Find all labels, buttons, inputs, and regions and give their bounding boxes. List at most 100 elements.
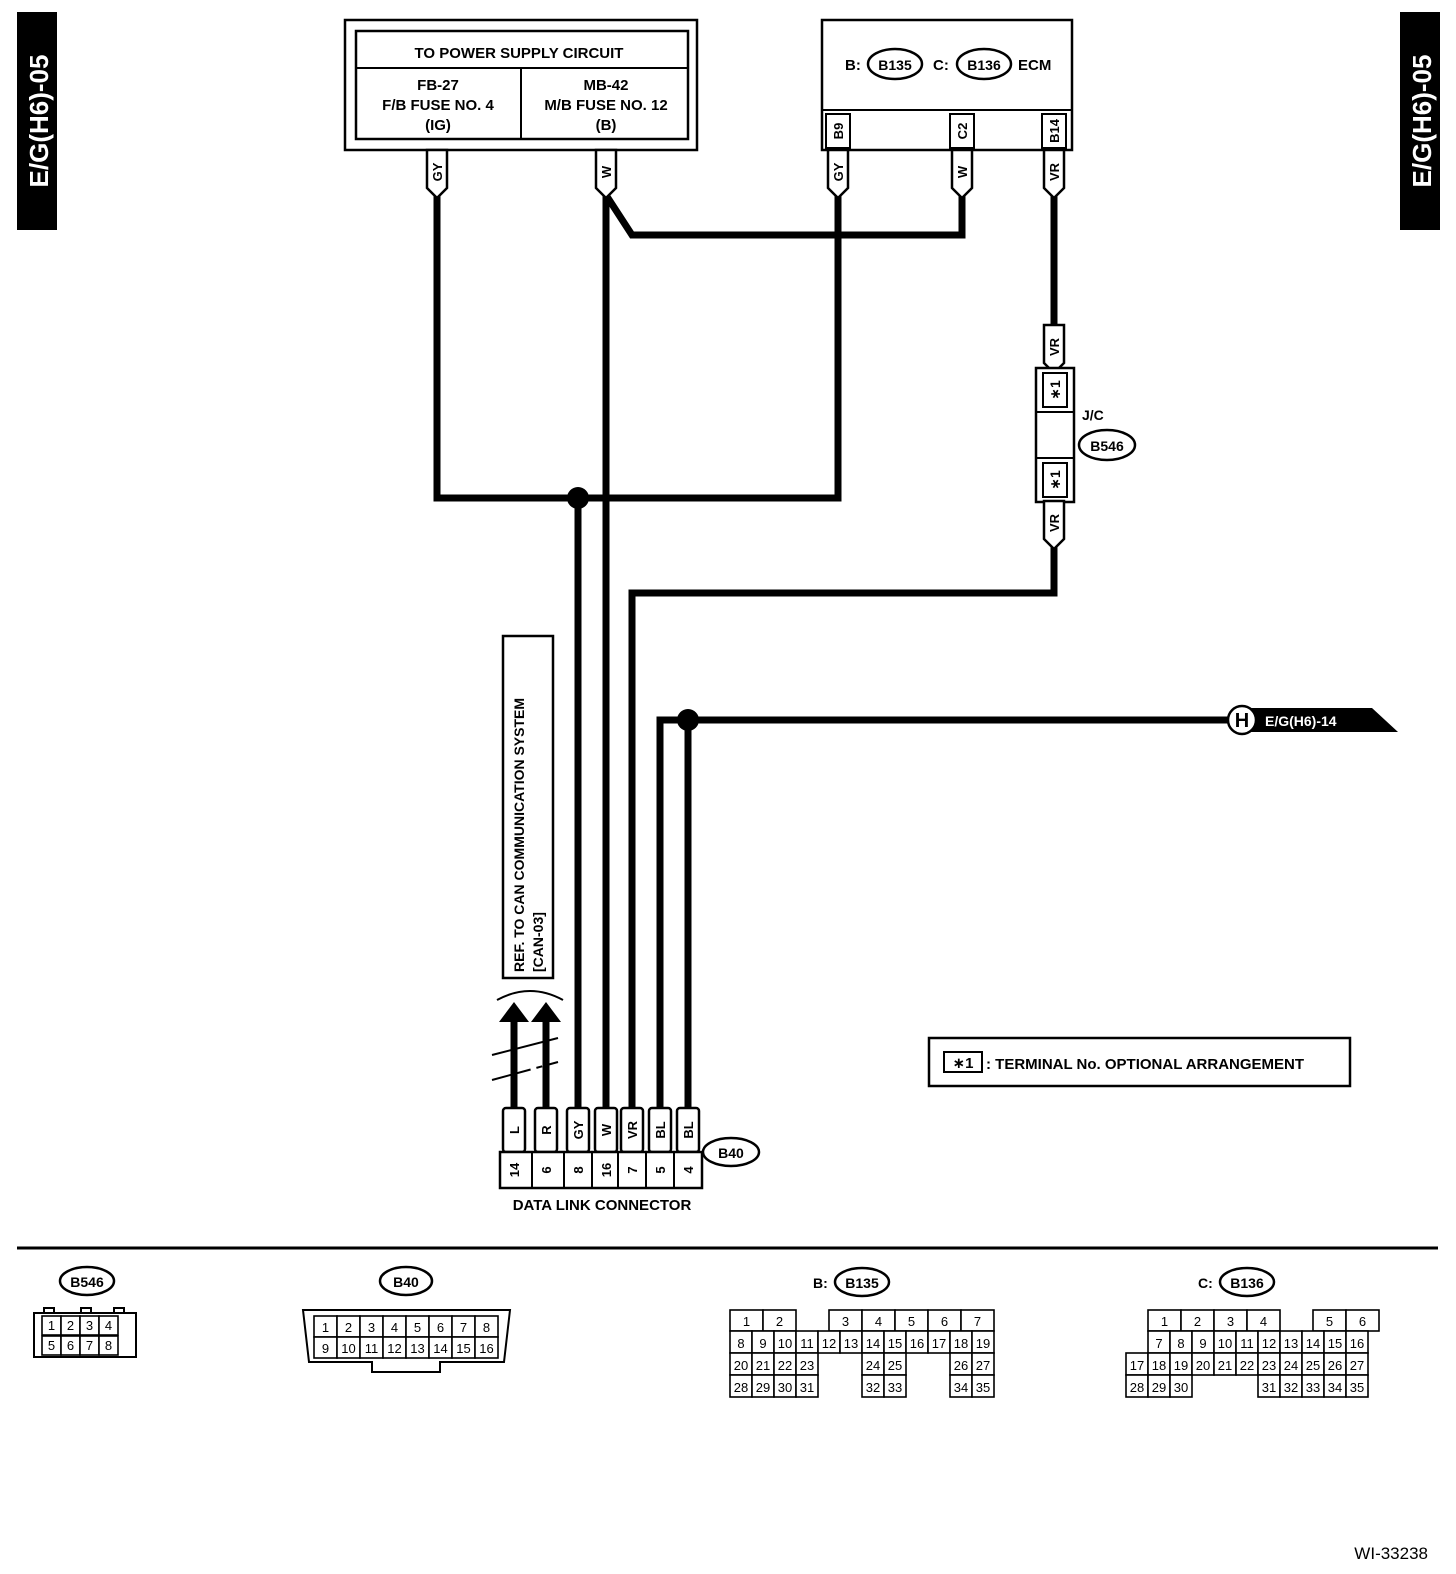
legend-cell: 10: [336, 1336, 361, 1359]
legend-cell-number: 29: [756, 1380, 770, 1395]
power-supply-title: TO POWER SUPPLY CIRCUIT: [415, 45, 624, 62]
splice-bl: [677, 709, 699, 731]
jc-b546: VR ∗1 ∗1 VR J/C B546: [1034, 323, 1137, 551]
jc-terminal-top: ∗1: [1047, 380, 1063, 400]
legend-cell-number: 13: [1284, 1336, 1298, 1351]
legend-cell-number: 9: [759, 1336, 766, 1351]
arrows-can: [491, 990, 564, 1081]
ecm-terminal-c2: C2: [955, 123, 970, 140]
legend-cell-number: 10: [778, 1336, 792, 1351]
legend-b546-name: B546: [70, 1274, 104, 1290]
legend-cell-number: 31: [800, 1380, 814, 1395]
legend-cell: 12: [382, 1336, 407, 1359]
legend-cell-number: 6: [437, 1320, 444, 1335]
legend-cell: 5: [1312, 1309, 1347, 1332]
wire-label-ps-w-text: W: [599, 165, 614, 178]
legend-cell: 20: [729, 1352, 753, 1376]
legend-cell-number: 11: [800, 1336, 814, 1351]
legend-cell-number: 18: [1152, 1358, 1166, 1373]
legend-cell: 29: [751, 1374, 775, 1398]
legend-cell-number: 2: [345, 1320, 352, 1335]
legend-cell-number: 33: [1306, 1380, 1320, 1395]
legend-cell: 35: [971, 1374, 995, 1398]
legend-cell-number: 30: [1174, 1380, 1188, 1395]
legend-cell-number: 4: [875, 1314, 882, 1329]
legend-cell-number: 19: [976, 1336, 990, 1351]
legend-cell-number: 32: [866, 1380, 880, 1395]
legend-cell-number: 12: [1262, 1336, 1276, 1351]
ref-can-line2: [CAN-03]: [530, 912, 546, 972]
legend-cell: 4: [382, 1315, 407, 1338]
legend-cell: 28: [729, 1374, 753, 1398]
dlc-label: DATA LINK CONNECTOR: [513, 1197, 692, 1214]
legend-cell: 11: [795, 1330, 819, 1354]
legend-cell: 2: [1180, 1309, 1215, 1332]
legend-cell-number: 8: [483, 1320, 490, 1335]
legend-cell: 25: [883, 1352, 907, 1376]
legend-cell: 3: [828, 1309, 863, 1332]
legend-cell: 13: [839, 1330, 863, 1354]
legend-b135-name: B135: [845, 1275, 879, 1291]
legend-cell: 23: [1257, 1352, 1281, 1376]
dlc-pin: 7: [617, 1152, 640, 1188]
legend-cell: 27: [1345, 1352, 1369, 1376]
dlc-wire-color: GY: [571, 1120, 586, 1139]
legend-cell-number: 20: [734, 1358, 748, 1373]
legend-cell: 9: [751, 1330, 775, 1354]
legend-cell: 12: [817, 1330, 841, 1354]
fuse-left-line2: F/B FUSE NO. 4: [382, 97, 494, 114]
legend-cell-number: 16: [1350, 1336, 1364, 1351]
legend-cell-number: 27: [976, 1358, 990, 1373]
offpage-h: H E/G(H6)-14: [1226, 704, 1398, 736]
legend-cell-number: 34: [1328, 1380, 1342, 1395]
wire-label-ecm-gy: GY: [826, 148, 850, 200]
legend-cell: 6: [927, 1309, 962, 1332]
dlc-pin: 16: [591, 1152, 614, 1188]
legend-cell: 4: [1246, 1309, 1281, 1332]
ecm-conn-b: B135: [878, 57, 912, 73]
legend-b135-prefix: B:: [813, 1275, 828, 1291]
legend-cell-number: 8: [1177, 1336, 1184, 1351]
legend-cell: 24: [1279, 1352, 1303, 1376]
legend-cell-number: 33: [888, 1380, 902, 1395]
legend-cell-number: 6: [67, 1338, 74, 1353]
legend-cell-number: 14: [866, 1336, 880, 1351]
legend-cell: 26: [1323, 1352, 1347, 1376]
legend-cell: 25: [1301, 1352, 1325, 1376]
legend-cell: 8: [98, 1335, 119, 1356]
dlc-pin-number: 4: [681, 1166, 696, 1174]
legend-cell: 6: [60, 1335, 81, 1356]
dlc-pin-number: 8: [571, 1166, 586, 1173]
legend-cell: 16: [905, 1330, 929, 1354]
legend-cell-number: 1: [48, 1318, 55, 1333]
legend-cell-number: 27: [1350, 1358, 1364, 1373]
wire-label-ecm-vr-text: VR: [1047, 162, 1062, 181]
legend-cell-number: 15: [888, 1336, 902, 1351]
wire-label-jc-top: VR: [1042, 323, 1066, 375]
legend-cell: 21: [751, 1352, 775, 1376]
dlc-wire-color: VR: [625, 1120, 640, 1139]
legend-cell-number: 29: [1152, 1380, 1166, 1395]
legend-cell-number: 11: [365, 1341, 379, 1356]
legend-cell: 20: [1191, 1352, 1215, 1376]
dlc-wire-color: L: [507, 1126, 522, 1134]
wire-label-ps-gy: GY: [425, 148, 449, 200]
legend-cell: 5: [894, 1309, 929, 1332]
legend-cell: 18: [1147, 1352, 1171, 1376]
legend-cell-number: 26: [954, 1358, 968, 1373]
fuse-left-line1: FB-27: [417, 77, 459, 94]
legend-cell: 4: [98, 1315, 119, 1336]
legend-cell: 13: [405, 1336, 430, 1359]
legend-cell: 22: [773, 1352, 797, 1376]
legend-cell-number: 6: [941, 1314, 948, 1329]
legend-cell: 8: [1169, 1330, 1193, 1354]
legend-cell: 7: [960, 1309, 995, 1332]
legend-cell-number: 8: [737, 1336, 744, 1351]
dlc-wire-color: BL: [653, 1121, 668, 1138]
legend-cell: 30: [1169, 1374, 1193, 1398]
